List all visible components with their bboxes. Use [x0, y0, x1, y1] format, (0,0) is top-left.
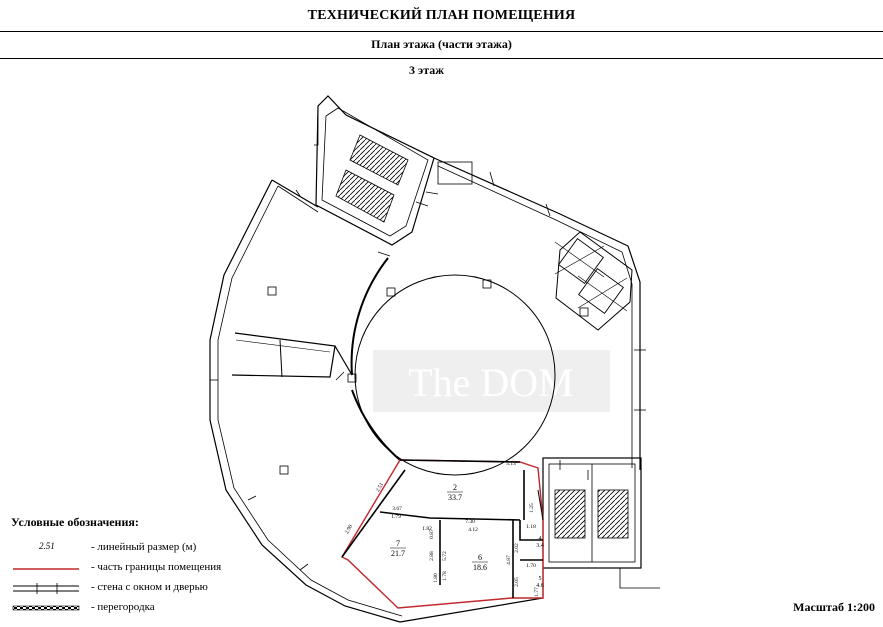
stair-flights [335, 134, 629, 539]
legend-text: - линейный размер (м) [91, 541, 197, 553]
dimension-label: 2.88 [429, 551, 435, 561]
room-boundary [341, 459, 544, 609]
dimension-label: 1.18 [526, 524, 536, 530]
dimension-label: 2.51 [375, 482, 385, 494]
floor-label: 3 этаж [409, 63, 444, 77]
watermark: The DOM [373, 350, 610, 412]
room-number: 4 [539, 536, 542, 542]
dimension-label: 2.05 [514, 577, 520, 587]
subheader-divider [0, 58, 883, 59]
building-outline [209, 95, 660, 623]
dimension-label: 1.79 [391, 514, 401, 520]
room-number: 7 [396, 539, 400, 548]
dimension-label: 4.12 [468, 527, 478, 533]
room-area: 3.4 [536, 543, 544, 549]
legend-text: - перегородка [91, 601, 155, 613]
room-number: 6 [478, 553, 482, 562]
dimension-label: 1.80 [433, 573, 439, 583]
room-area: 18.6 [473, 563, 487, 572]
legend-sample-dimension: 2.51 [39, 541, 55, 551]
partition-symbol [12, 605, 80, 611]
interior-walls [341, 459, 544, 598]
legend-title: Условные обозначения: [11, 515, 139, 529]
document-subtitle: План этажа (части этажа) [371, 37, 512, 51]
dimension-label: 5.13 [506, 461, 516, 467]
legend-text: - стена с окном и дверью [91, 581, 208, 593]
wall-window-door-symbol [13, 583, 79, 594]
dimension-label: 1.25 [529, 503, 535, 513]
room-labels: 2 33.7 7 21.7 6 18.6 4 3.4 5 4.6 [390, 483, 544, 589]
dimension-symbol: 2.51 [11, 541, 81, 555]
room-number: 2 [453, 483, 457, 492]
west-rooms [231, 332, 353, 378]
dimension-label: 4.87 [506, 555, 512, 565]
dimension-label: 1.70 [526, 563, 536, 569]
dimension-labels: 2.51 5.13 3.67 2.90 1.79 1.82 7.30 4.12 … [344, 461, 540, 597]
dimension-label: 1.77 [534, 587, 540, 597]
room-number: 5 [539, 576, 542, 582]
dimension-label: 5.72 [442, 551, 448, 561]
dimension-label: 2.02 [514, 543, 520, 553]
dimension-label: 2.90 [344, 524, 354, 536]
header-divider [0, 31, 883, 32]
dimension-label: 1.78 [442, 571, 448, 581]
room-area: 4.6 [536, 583, 544, 589]
watermark-text: The DOM [408, 360, 574, 405]
dimension-label: 0.87 [429, 529, 435, 539]
scale-label: Масштаб 1:200 [793, 600, 875, 614]
document-title: ТЕХНИЧЕСКИЙ ПЛАН ПОМЕЩЕНИЯ [307, 8, 576, 23]
legend-text: - часть границы помещения [91, 561, 222, 573]
dimension-label: 1.82 [422, 526, 432, 532]
room-area: 33.7 [448, 493, 462, 502]
wall-openings [210, 171, 646, 571]
room-area: 21.7 [391, 549, 405, 558]
dimension-label: 7.30 [465, 519, 475, 525]
central-atrium [267, 257, 589, 476]
boundary-line-symbol [13, 568, 79, 570]
dimension-label: 3.67 [392, 506, 402, 512]
